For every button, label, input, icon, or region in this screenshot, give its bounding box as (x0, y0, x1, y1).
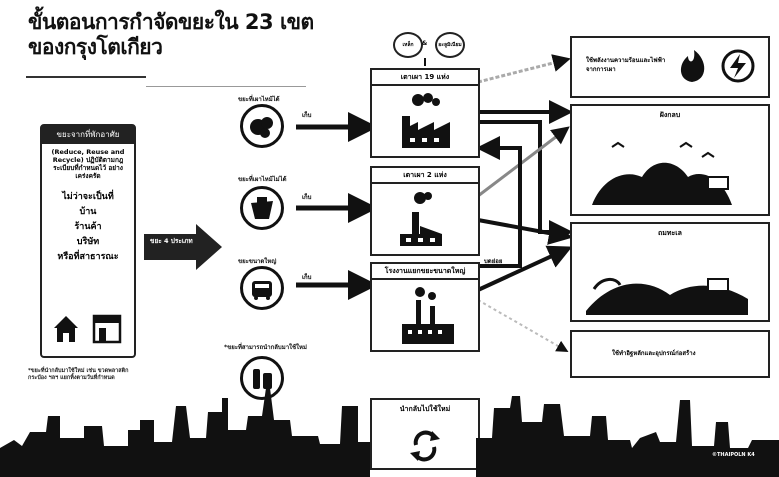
big-arrow-icon (144, 224, 222, 270)
collect-tag: เก็บ (302, 274, 312, 281)
sea-reclamation-illustration (586, 278, 748, 315)
fire-lightning-icons (680, 49, 755, 83)
energy-label: ใช้พลังงานความร้อนและไฟฟ้าจากการเผา (586, 57, 666, 73)
oversized-waste-icon (240, 266, 284, 310)
category-label: ขยะที่เผาไหม้ได้ (238, 96, 280, 103)
construction-materials-card: ใช้ทำอิฐหลักและอุปกรณ์ก่อสร้าง (570, 330, 770, 378)
nonburnable-waste-icon (240, 186, 284, 230)
source-subtext: (Reduce, Reuse and Recycle) ปฏิบัติตามกฎ… (51, 148, 125, 180)
home-shop-icons (54, 314, 122, 344)
fire-icon (680, 50, 705, 82)
landfill-card: ฝังกลบ (570, 104, 770, 216)
category-label: ขยะขนาดใหญ่ (238, 258, 277, 265)
aluminium-pill: อะลูมิเนียม (435, 32, 465, 58)
source-list: ไม่ว่าจะเป็นที่ บ้าน ร้านค้า บริษัท หรือ… (42, 190, 134, 265)
plant-heading: เตาเผา 2 แห่ง (372, 168, 478, 184)
source-card: ขยะจากที่พักอาศัย (Reduce, Reuse and Rec… (40, 124, 136, 358)
recycle-icon (410, 430, 440, 462)
collect-tag: เก็บ (302, 194, 312, 201)
source-heading: ขยะจากที่พักอาศัย (42, 126, 134, 144)
category-label: ขยะที่เผาไหม้ไม่ได้ (238, 176, 287, 183)
source-item: ไม่ว่าจะเป็นที่ (62, 192, 114, 202)
incinerator-2-card: เตาเผา 2 แห่ง (370, 166, 480, 256)
title-divider (26, 76, 146, 78)
iron-pill: เหล็ก (393, 32, 423, 58)
industrial-plant-icon (402, 287, 454, 344)
burnable-waste-icon (240, 104, 284, 148)
watermark: ©THAIPOLN K4 (712, 452, 755, 458)
arrow-label: ขยะ 4 ประเภท (150, 237, 193, 245)
page-title: ขั้นตอนการกำจัดขยะใน 23 เขต ของกรุงโตเกี… (28, 10, 314, 60)
lightning-icon (721, 49, 755, 83)
house-icon (54, 316, 78, 342)
reclamation-card: ถมทะเล (570, 222, 770, 322)
landfill-heading: ฝังกลบ (659, 111, 681, 119)
factory-icon (400, 192, 442, 246)
recycle-heading: นำกลับไปใช้ใหม่ (399, 405, 451, 413)
incinerator-19-card: เตาเผา 19 แห่ง (370, 68, 480, 158)
title-line2: ของกรุงโตเกียว (28, 35, 163, 59)
title-line1: ขั้นตอนการกำจัดขยะใน 23 เขต (28, 10, 314, 34)
landfill-illustration (592, 141, 732, 205)
source-item: ร้านค้า (74, 222, 102, 232)
source-item: บ้าน (79, 207, 97, 217)
source-item: บริษัท (76, 237, 100, 247)
energy-recovery-card: ใช้พลังงานความร้อนและไฟฟ้าจากการเผา (570, 36, 770, 98)
reclamation-heading: ถมทะเล (658, 229, 682, 237)
pill-ampersand: & (422, 40, 428, 47)
crush-label: บดย่อย (484, 258, 503, 265)
plant-heading: เตาเผา 19 แห่ง (372, 70, 478, 86)
category-label: *ขยะที่สามารถนำกลับมาใช้ใหม่ (224, 344, 307, 351)
recyclable-waste-icon (240, 356, 284, 400)
plant-heading: โรงงานแยกขยะขนาดใหญ่ (372, 264, 478, 280)
footnote: *ขยะที่นำกลับมาใช้ใหม่ เช่น ขวดพลาสติก ก… (28, 368, 129, 381)
shop-icon (92, 314, 122, 344)
collect-tag: เก็บ (302, 112, 312, 119)
source-item: หรือที่สาธารณะ (57, 252, 119, 262)
city-skyline (0, 388, 779, 477)
bulky-sorting-plant-card: โรงงานแยกขยะขนาดใหญ่ (370, 262, 480, 352)
construction-label: ใช้ทำอิฐหลักและอุปกรณ์ก่อสร้าง (612, 350, 696, 357)
title-divider-thin (146, 86, 306, 87)
recycle-card: นำกลับไปใช้ใหม่ (370, 398, 480, 470)
factory-icon (402, 93, 450, 148)
